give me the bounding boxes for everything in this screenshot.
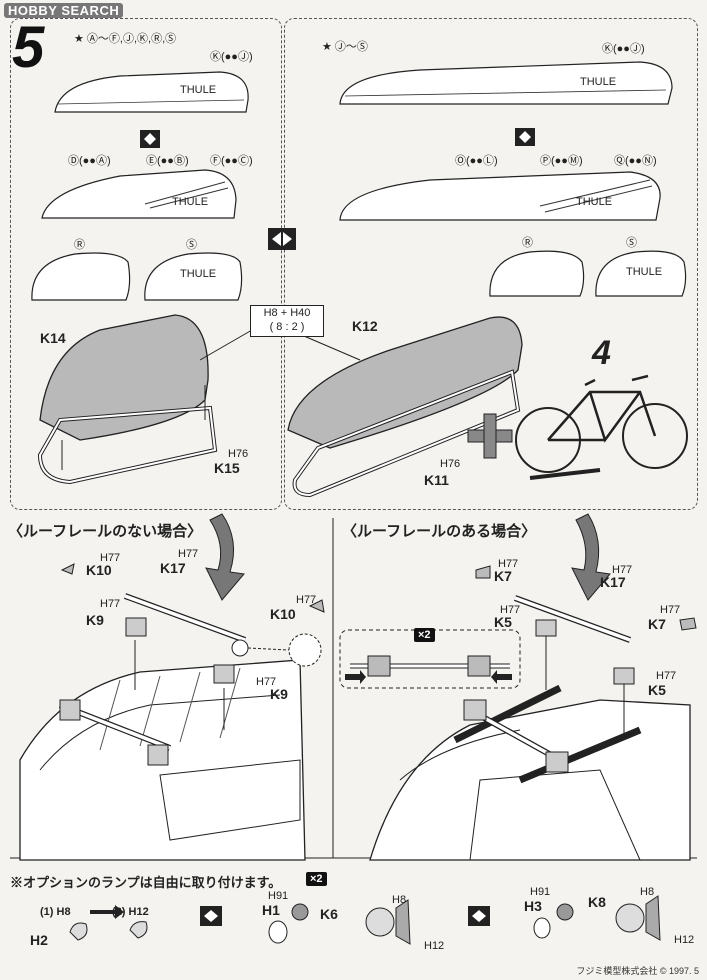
left-top-box-label: Ⓚ(●●Ⓙ)	[210, 51, 253, 63]
nr-k17: K17	[160, 560, 186, 576]
right-front-brand: THULE	[626, 266, 663, 278]
lamp-b-color: H12	[424, 940, 445, 952]
heading-with-rail: 〈ルーフレールのある場合〉	[342, 523, 537, 540]
watermark-logo: HOBBY SEARCH	[4, 3, 124, 18]
wr-k17: K17	[600, 574, 626, 590]
lamp-note: ※オプションのランプは自由に取り付けます。	[10, 875, 282, 890]
left-rail-color: H76	[228, 448, 249, 460]
lamp-x2-badge: ×2	[306, 872, 327, 886]
lamp-step1: (1) H8	[40, 906, 71, 918]
wr-k5-color: H77	[500, 604, 521, 616]
wr-k5b-color: H77	[656, 670, 677, 682]
wr-k5b: K5	[648, 682, 666, 698]
right-label-p: Ⓟ(●●Ⓜ)	[540, 155, 583, 167]
left-panel	[10, 18, 282, 510]
left-label-f: Ⓕ(●●Ⓒ)	[210, 155, 253, 167]
color-mix-box: H8 + H40 ( 8 : 2 )	[250, 305, 324, 337]
right-panel	[284, 18, 698, 510]
left-rail-part: K15	[214, 460, 240, 476]
nr-k9-color: H77	[100, 598, 121, 610]
nr-k9: K9	[86, 612, 104, 628]
color-mix-line2: ( 8 : 2 )	[269, 321, 305, 333]
lamp-step2: (2) H12	[112, 906, 149, 918]
lamp-h3-color: H91	[530, 886, 551, 898]
right-brand: THULE	[580, 76, 617, 88]
nr-k10: K10	[86, 562, 112, 578]
nr-k10-color: H77	[100, 552, 121, 564]
wr-k17-color: H77	[612, 564, 633, 576]
nr-k10b-color: H77	[296, 594, 317, 606]
left-front-s: Ⓢ	[186, 239, 197, 251]
wr-k7-color: H77	[498, 558, 519, 570]
right-parts-range: ★ Ⓙ〜Ⓢ	[322, 41, 368, 53]
right-top-box-label: Ⓚ(●●Ⓙ)	[602, 43, 645, 55]
wr-k5: K5	[494, 614, 512, 630]
left-label-d: Ⓓ(●●Ⓐ)	[68, 155, 111, 167]
left-front-brand: THULE	[180, 268, 217, 280]
right-brand-2: THULE	[576, 196, 613, 208]
right-front-s: Ⓢ	[626, 237, 637, 249]
left-brand-2: THULE	[172, 196, 209, 208]
right-rail-part: K11	[424, 472, 449, 488]
right-front-r: Ⓡ	[522, 237, 533, 249]
lamp-k8: K8	[588, 894, 606, 910]
wr-k7b-color: H77	[660, 604, 681, 616]
lamp-h1: H1	[262, 902, 280, 918]
step-number: 5	[12, 15, 45, 80]
left-front-r: Ⓡ	[74, 239, 85, 251]
lamp-a-color: H8	[392, 894, 407, 906]
lamp-h1-color: H91	[268, 890, 289, 902]
lamp-h3: H3	[524, 898, 542, 914]
nr-k9b-color: H77	[256, 676, 277, 688]
right-label-q: Ⓠ(●●Ⓝ)	[614, 155, 657, 167]
right-rail-color: H76	[440, 458, 461, 470]
lamp-k6: K6	[320, 906, 338, 922]
wr-k7b: K7	[648, 616, 666, 632]
nr-k17-color: H77	[178, 548, 199, 560]
right-box-part: K12	[352, 318, 378, 334]
footer-copyright: フジミ模型株式会社 © 1997. 5	[576, 966, 699, 976]
lamp-h2: H2	[30, 932, 48, 948]
left-box-part: K14	[40, 330, 66, 346]
wr-x2-badge: ×2	[414, 628, 435, 642]
heading-no-rail: 〈ルーフレールのない場合〉	[8, 523, 203, 540]
lamp-b2-color: H12	[674, 934, 695, 946]
left-label-e: Ⓔ(●●Ⓑ)	[146, 155, 189, 167]
right-option-num: 4	[592, 334, 611, 372]
right-label-o: Ⓞ(●●Ⓛ)	[455, 155, 498, 167]
nr-k9b: K9	[270, 686, 288, 702]
lamp-a2-color: H8	[640, 886, 655, 898]
wr-k7: K7	[494, 568, 512, 584]
nr-k10b: K10	[270, 606, 296, 622]
color-mix-line1: H8 + H40	[263, 307, 311, 319]
left-brand: THULE	[180, 84, 217, 96]
left-parts-range: ★ Ⓐ〜Ⓕ,Ⓙ,Ⓚ,Ⓡ,Ⓢ	[74, 33, 177, 45]
